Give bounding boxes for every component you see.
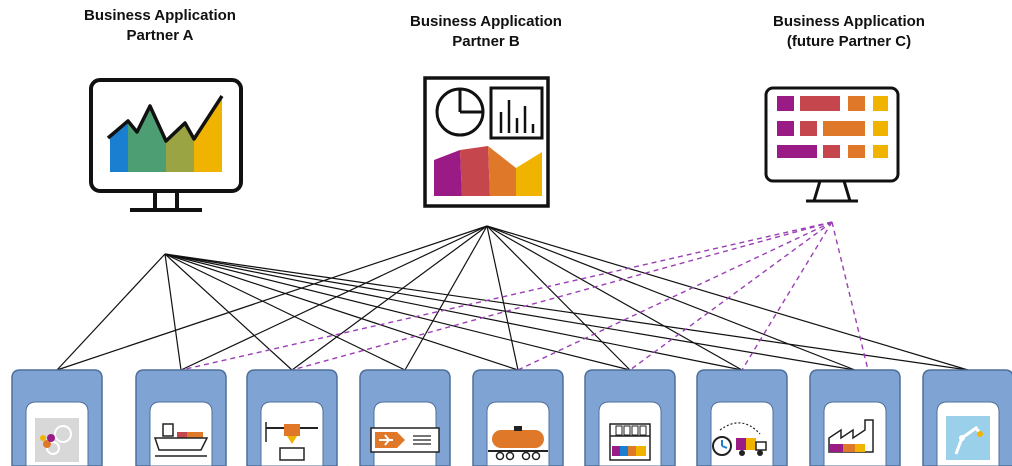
- partner-a-connections: [56, 253, 969, 371]
- connection-line-b: [404, 225, 488, 371]
- connection-line-c-dashed: [517, 221, 833, 371]
- cargo-ship-icon: [153, 423, 209, 457]
- system-tab: [696, 369, 788, 466]
- connection-line-c-dashed: [180, 221, 833, 371]
- connection-line-a: [164, 253, 856, 371]
- system-tab: [359, 369, 451, 466]
- connection-line-c-dashed: [629, 221, 833, 371]
- monitor-blocks-icon: [764, 86, 900, 203]
- connection-line-b: [486, 225, 631, 371]
- connection-line-b: [291, 225, 488, 371]
- plane-ticket-icon: [370, 427, 440, 453]
- system-tab: [472, 369, 564, 466]
- connection-line-a: [164, 253, 743, 371]
- partner-b-title: Business Application: [410, 13, 562, 30]
- warehouse-shelf-icon: [609, 423, 651, 461]
- partner-a-name: Partner A: [126, 27, 194, 44]
- connection-line-c-dashed: [831, 221, 869, 371]
- system-tab: [922, 369, 1012, 466]
- system-tab: [809, 369, 901, 466]
- partner-c-connections: [180, 221, 869, 371]
- connection-line-b: [486, 225, 743, 371]
- factory-icon: [828, 419, 874, 453]
- connection-line-c-dashed: [741, 221, 833, 371]
- partner-a-title: Business Application: [84, 7, 236, 24]
- connection-line-b: [486, 225, 856, 371]
- dashboard-report-icon: [423, 76, 550, 208]
- production-machine-icon: [265, 422, 318, 461]
- connection-line-b: [56, 225, 488, 371]
- connection-line-b: [180, 225, 488, 371]
- connection-line-b: [486, 225, 519, 371]
- connection-line-a: [164, 253, 969, 371]
- partner-b-label: Business Application Partner B: [366, 12, 606, 52]
- partner-a-label: Business Application Partner A: [40, 6, 280, 46]
- partner-b-connections: [56, 225, 969, 371]
- gear-flower-icon: [35, 418, 79, 462]
- partner-c-name: (future Partner C): [786, 33, 912, 50]
- partner-c-label: Business Application (future Partner C): [729, 12, 969, 52]
- system-row: [11, 369, 1012, 466]
- connection-line-a: [164, 253, 631, 371]
- system-tab: [246, 369, 338, 466]
- robot-arm-icon: [946, 416, 990, 460]
- system-tab: [584, 369, 676, 466]
- tank-wagon-icon: [488, 426, 548, 461]
- connection-line-a: [164, 253, 406, 371]
- partner-b-name: Partner B: [452, 33, 520, 50]
- connection-line-a: [56, 253, 166, 371]
- connection-line-a: [164, 253, 182, 371]
- monitor-line-chart-icon: [89, 78, 243, 212]
- connection-line-c-dashed: [291, 221, 833, 371]
- delivery-truck-clock-icon: [712, 422, 767, 456]
- system-tab: [135, 369, 227, 466]
- partner-c-title: Business Application: [773, 13, 925, 30]
- system-tab: [11, 369, 103, 466]
- connection-line-a: [164, 253, 519, 371]
